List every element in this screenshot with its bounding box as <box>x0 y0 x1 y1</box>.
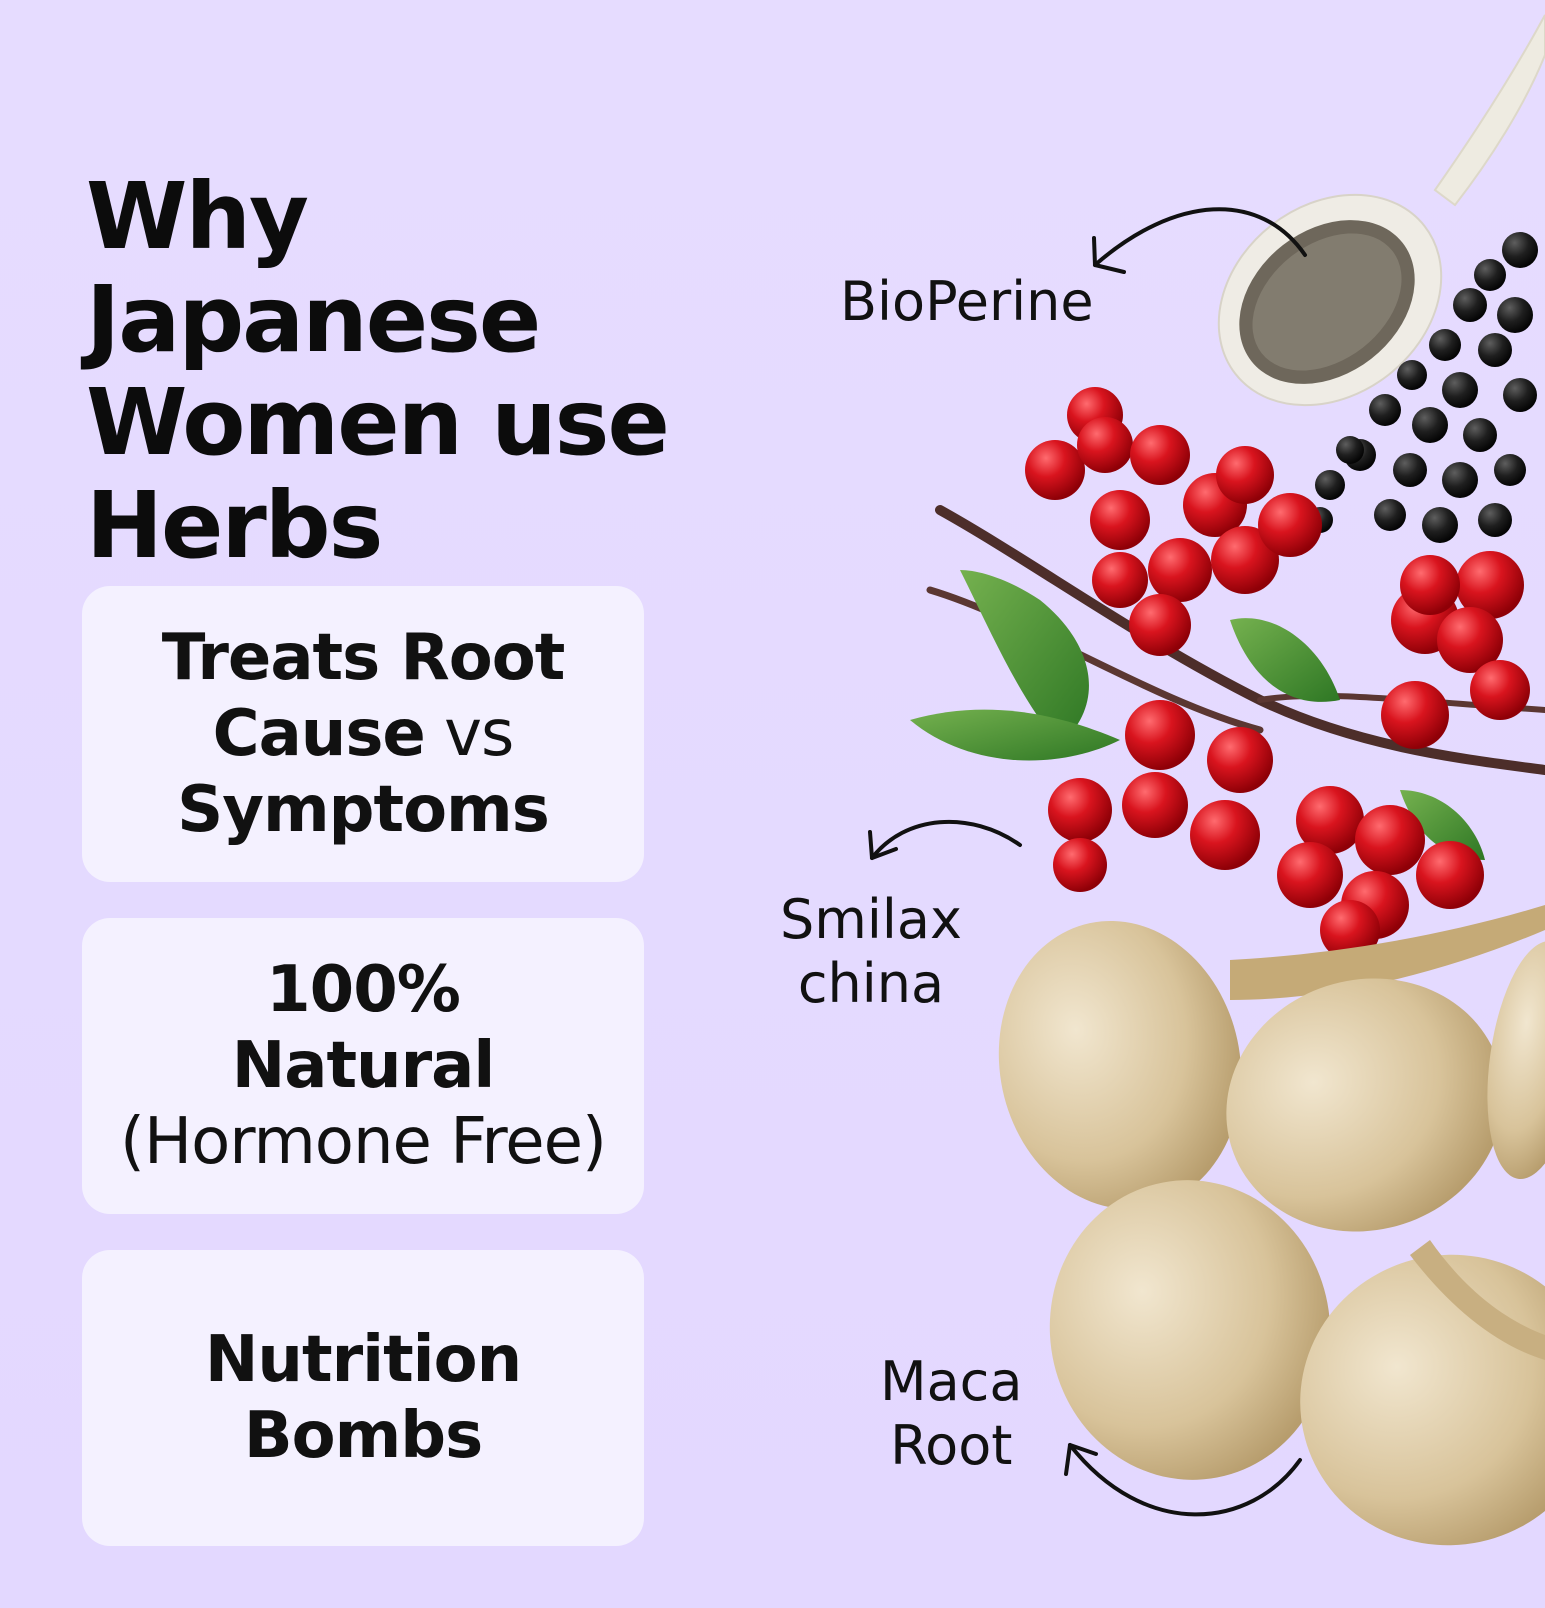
benefit-1-line-2-main: Cause <box>212 697 426 771</box>
page-title: Why Japanese Women use Herbs <box>86 165 746 577</box>
benefit-2-line-1: 100% <box>266 953 461 1027</box>
smilax-arrowhead-icon <box>868 830 898 860</box>
benefit-1-line-3: Symptoms <box>177 773 550 847</box>
bioperine-label: BioPerine <box>840 270 1094 334</box>
smilax-label-line-1: Smilax <box>780 888 962 951</box>
title-line-1: Why Japanese <box>86 163 541 373</box>
bioperine-arrowhead-icon <box>1092 236 1126 274</box>
bioperine-arrow-icon <box>1093 207 1307 267</box>
maca-root-icon <box>998 905 1545 1546</box>
benefit-1-line-2: Cause vs <box>212 696 515 772</box>
maca-label-line-2: Root <box>890 1414 1013 1477</box>
title-line-2: Women use <box>86 369 670 476</box>
smilax-arrow-icon <box>870 819 1022 860</box>
maca-label-line-1: Maca <box>880 1350 1023 1413</box>
smilax-china-label: Smilax china <box>780 888 962 1016</box>
maca-root-label: Maca Root <box>880 1350 1022 1478</box>
benefit-1-line-2-suffix: vs <box>424 697 514 771</box>
arrow-icons <box>868 207 1307 1517</box>
benefit-3-line-2: Bombs <box>243 1399 483 1473</box>
bioperine-label-line-1: BioPerine <box>840 270 1094 333</box>
spoon-icon <box>1217 14 1545 407</box>
maca-arrow-icon <box>1068 1443 1302 1517</box>
title-line-3: Herbs <box>86 472 383 579</box>
benefit-card-root-cause: Treats Root Cause vs Symptoms <box>82 586 644 882</box>
benefit-1-line-1: Treats Root <box>161 621 566 695</box>
maca-arrowhead-icon <box>1064 1443 1098 1476</box>
benefit-3-line-1: Nutrition <box>204 1323 522 1397</box>
black-pepper-icon <box>1307 232 1538 543</box>
benefit-card-natural: 100% Natural (Hormone Free) <box>82 918 644 1214</box>
smilax-label-line-2: china <box>797 952 945 1015</box>
benefit-2-line-3: (Hormone Free) <box>120 1105 607 1179</box>
benefit-2-line-2: Natural <box>231 1029 496 1103</box>
benefit-card-nutrition: Nutrition Bombs <box>82 1250 644 1546</box>
smilax-berries-icon <box>1025 387 1530 960</box>
